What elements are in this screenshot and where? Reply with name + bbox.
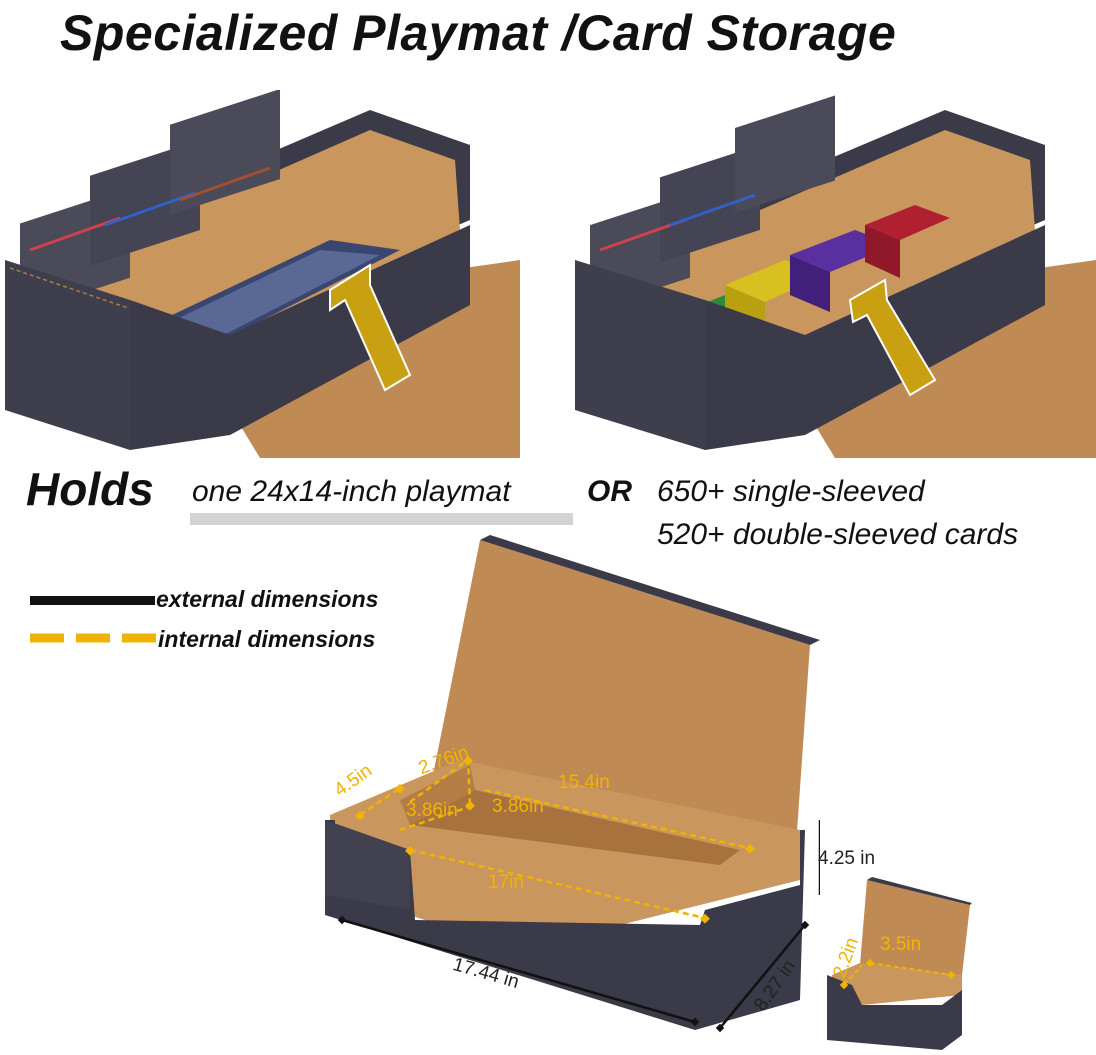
- playmat-underline: [190, 513, 573, 525]
- dim-label-3-5in: 3.5in: [880, 934, 922, 955]
- internal-dimension-lines: [359, 757, 751, 920]
- external-dimension-line-icon: [30, 596, 155, 605]
- external-dimension-lines: [341, 820, 820, 1029]
- legend-external-label: external dimensions: [156, 586, 379, 612]
- page-title: Specialized Playmat /Card Storage: [60, 5, 897, 61]
- card-storage-photo: [575, 90, 1096, 458]
- box-dimension-diagram: [325, 535, 820, 1033]
- holds-playmat-text: one 24x14-inch playmat: [192, 475, 511, 508]
- dim-label-height: 4.25 in: [818, 848, 876, 869]
- holds-double-sleeved-text: 520+ double-sleeved cards: [657, 518, 1019, 551]
- playmat-storage-photo: [0, 90, 520, 458]
- dim-label-15-4in: 15.4in: [558, 772, 610, 793]
- small-deck-box-diagram: [827, 877, 972, 1050]
- holds-or-text: OR: [587, 475, 632, 508]
- dim-label-17in: 17in: [488, 872, 524, 893]
- dim-label-3-86in-right: 3.86in: [492, 796, 544, 817]
- holds-heading: Holds: [26, 463, 154, 515]
- internal-dimension-line-icon: [30, 633, 158, 643]
- legend-internal-label: internal dimensions: [158, 626, 376, 652]
- holds-single-sleeved-text: 650+ single-sleeved: [657, 475, 925, 508]
- highlight-arrow-icon: [848, 278, 937, 397]
- highlight-arrow-icon: [329, 263, 412, 392]
- dim-label-3-86in-left: 3.86in: [406, 800, 458, 821]
